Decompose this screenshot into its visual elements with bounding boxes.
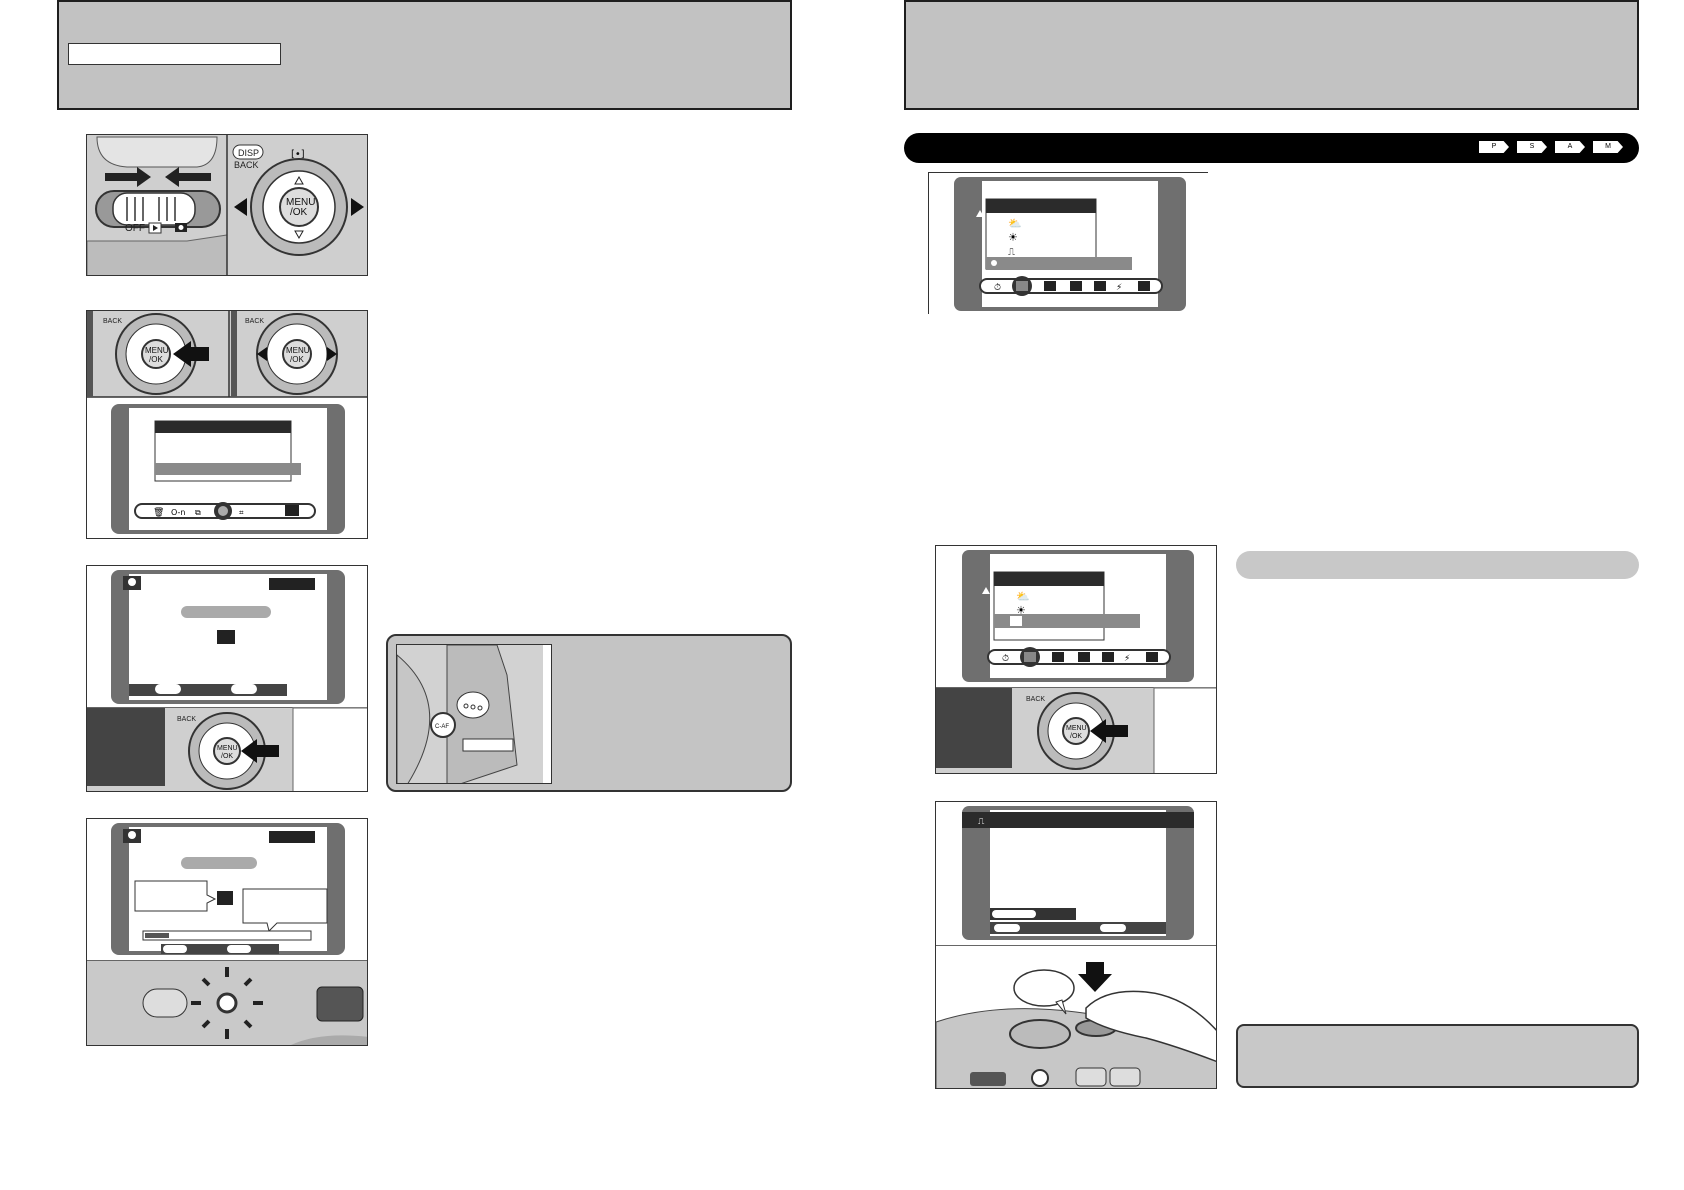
svg-text:⏱: ⏱ (1002, 654, 1009, 664)
arrow-right-icon (105, 167, 151, 187)
wb-select-illustration: ⛅ ☀ ⏱ ⚡ MENU /OK BACK (935, 545, 1217, 774)
trash-icon: 🗑 (153, 507, 164, 518)
self-timer-icon: ⏱ (994, 283, 1001, 293)
svg-text:⚡: ⚡ (1124, 654, 1130, 664)
step3-illustration: MENU /OK BACK (86, 565, 368, 792)
svg-text:BACK: BACK (103, 318, 122, 325)
svg-text:DISP: DISP (238, 148, 259, 158)
mode-tab-p: P (1479, 141, 1509, 153)
svg-text:BACK: BACK (234, 160, 259, 170)
svg-text:BACK: BACK (177, 716, 196, 723)
svg-text:MENU: MENU (286, 346, 310, 355)
svg-text:⛅: ⛅ (1016, 590, 1030, 603)
svg-text:/OK: /OK (149, 355, 163, 364)
step1-illustration: OFF DISP BACK MENU /OK [•] (86, 134, 368, 276)
white-balance-icon (1016, 281, 1028, 291)
svg-text:MENU: MENU (145, 346, 169, 355)
set-icon (285, 505, 299, 516)
c-af-label: C-AF (435, 724, 449, 730)
svg-text:MENU: MENU (217, 745, 238, 752)
left-header-label-box (68, 43, 281, 65)
svg-text:/OK: /OK (1070, 733, 1082, 740)
right-page-header-box (904, 0, 1639, 110)
flash-bolt-icon: ⚡ (1116, 283, 1122, 293)
copy-icon: ⧉ (195, 508, 201, 517)
wb-menu-screen-frame (928, 172, 1208, 314)
voice-memo-icon (218, 506, 228, 516)
step2-drawing: MENU /OK BACK MENU /OK BACK 🗑 O-n ⧉ ⌗ (87, 311, 367, 534)
svg-text:/OK: /OK (290, 207, 308, 218)
custom-wb-shutter-illustration: ⎍ (935, 801, 1217, 1089)
svg-text:⎍: ⎍ (978, 817, 985, 827)
wb-menu-screen: ⛅ ☀ ⎍ ⏱ ⚡ (954, 177, 1186, 311)
sun-icon: ☀ (1008, 231, 1018, 244)
svg-text:/OK: /OK (290, 355, 304, 364)
press-arrow-icon (173, 341, 209, 367)
svg-text:BACK: BACK (1026, 696, 1045, 703)
svg-text:☀: ☀ (1016, 604, 1026, 617)
c-af-illustration: C-AF (396, 644, 552, 784)
mode-tab-a: A (1555, 141, 1585, 153)
svg-text:/OK: /OK (221, 753, 233, 760)
step2-illustration: MENU /OK BACK MENU /OK BACK 🗑 O-n ⧉ ⌗ (86, 310, 368, 539)
step4-illustration (86, 818, 368, 1046)
mode-tab-s: S (1517, 141, 1547, 153)
svg-text:MENU: MENU (1066, 725, 1087, 732)
mode-tab-m: M (1593, 141, 1623, 153)
arrow-left-icon (165, 167, 211, 187)
triangle-up-icon (294, 175, 304, 185)
note-box (1236, 1024, 1639, 1088)
protect-key-icon: O-n (171, 508, 185, 517)
shutter-press-arrow-icon (1078, 962, 1112, 992)
focus-frame-icon: [•] (291, 149, 305, 160)
off-label: OFF (125, 223, 145, 234)
triangle-down-icon (294, 230, 304, 240)
step1-camera-drawing: OFF DISP BACK MENU /OK [•] (87, 135, 367, 275)
custom-wb-heading-pill (1236, 551, 1639, 579)
step3-drawing: MENU /OK BACK (87, 570, 367, 791)
fluorescent-icon: ⛅ (1008, 217, 1022, 230)
svg-text:BACK: BACK (245, 318, 264, 325)
step4-drawing (87, 823, 367, 1045)
section-title-bar (904, 133, 1639, 163)
trim-icon: ⌗ (239, 508, 244, 517)
svg-text:MENU: MENU (286, 197, 315, 208)
custom-wb-icon: ⎍ (1008, 247, 1015, 258)
